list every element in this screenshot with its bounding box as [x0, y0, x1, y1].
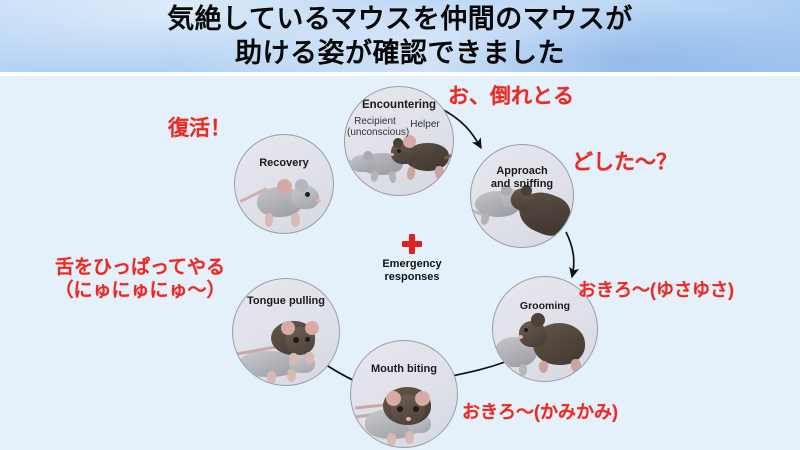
header-divider	[0, 72, 800, 76]
mouse-helper-biting	[355, 381, 445, 441]
emergency-responses-caption: Emergency responses	[382, 258, 442, 283]
node-tongue-pulling[interactable]: Tongue pulling	[232, 278, 340, 386]
node-encountering-label: Encountering	[361, 99, 437, 111]
node-approach-and-sniffing[interactable]: Approach and sniffing	[470, 144, 574, 248]
annot-encountering: お、倒れとる	[448, 85, 574, 108]
annot-grooming: おきろ〜(ゆさゆさ)	[578, 280, 734, 300]
mouse-recovered	[239, 173, 329, 229]
mouse-helper-grooming	[518, 313, 593, 379]
annot-approach: どした〜？	[572, 151, 677, 174]
annot-tongue-pulling: 舌をひっぱってやる （にゅにゅにゅ〜）	[54, 257, 226, 302]
cycle-diagram: Encountering Recipient (unconscious) Hel…	[0, 72, 800, 450]
emergency-responses-block: Emergency responses	[352, 234, 472, 284]
red-cross-icon	[402, 234, 422, 254]
title-banner: 気絶しているマウスを仲間のマウスが 助ける姿が確認できました	[0, 0, 800, 72]
node-recovery[interactable]: Recovery	[234, 134, 334, 234]
annot-mouth-biting: おきろ〜(かみかみ)	[462, 402, 618, 422]
arrow-approach-to-grooming	[565, 231, 580, 279]
mouse-helper-sniffing	[507, 184, 573, 247]
page-title: 気絶しているマウスを仲間のマウスが 助ける姿が確認できました	[167, 4, 633, 68]
node-encountering[interactable]: Encountering Recipient (unconscious) Hel…	[344, 86, 454, 196]
node-mouth-biting-label: Mouth biting	[371, 363, 437, 375]
annot-recovery: 復活！	[168, 117, 231, 140]
node-recovery-label: Recovery	[259, 157, 309, 169]
node-encountering-helper-label: Helper	[410, 119, 440, 130]
mouse-helper-pulling	[235, 315, 327, 373]
node-mouth-biting[interactable]: Mouth biting	[350, 340, 458, 448]
mouse-helper	[390, 131, 453, 189]
